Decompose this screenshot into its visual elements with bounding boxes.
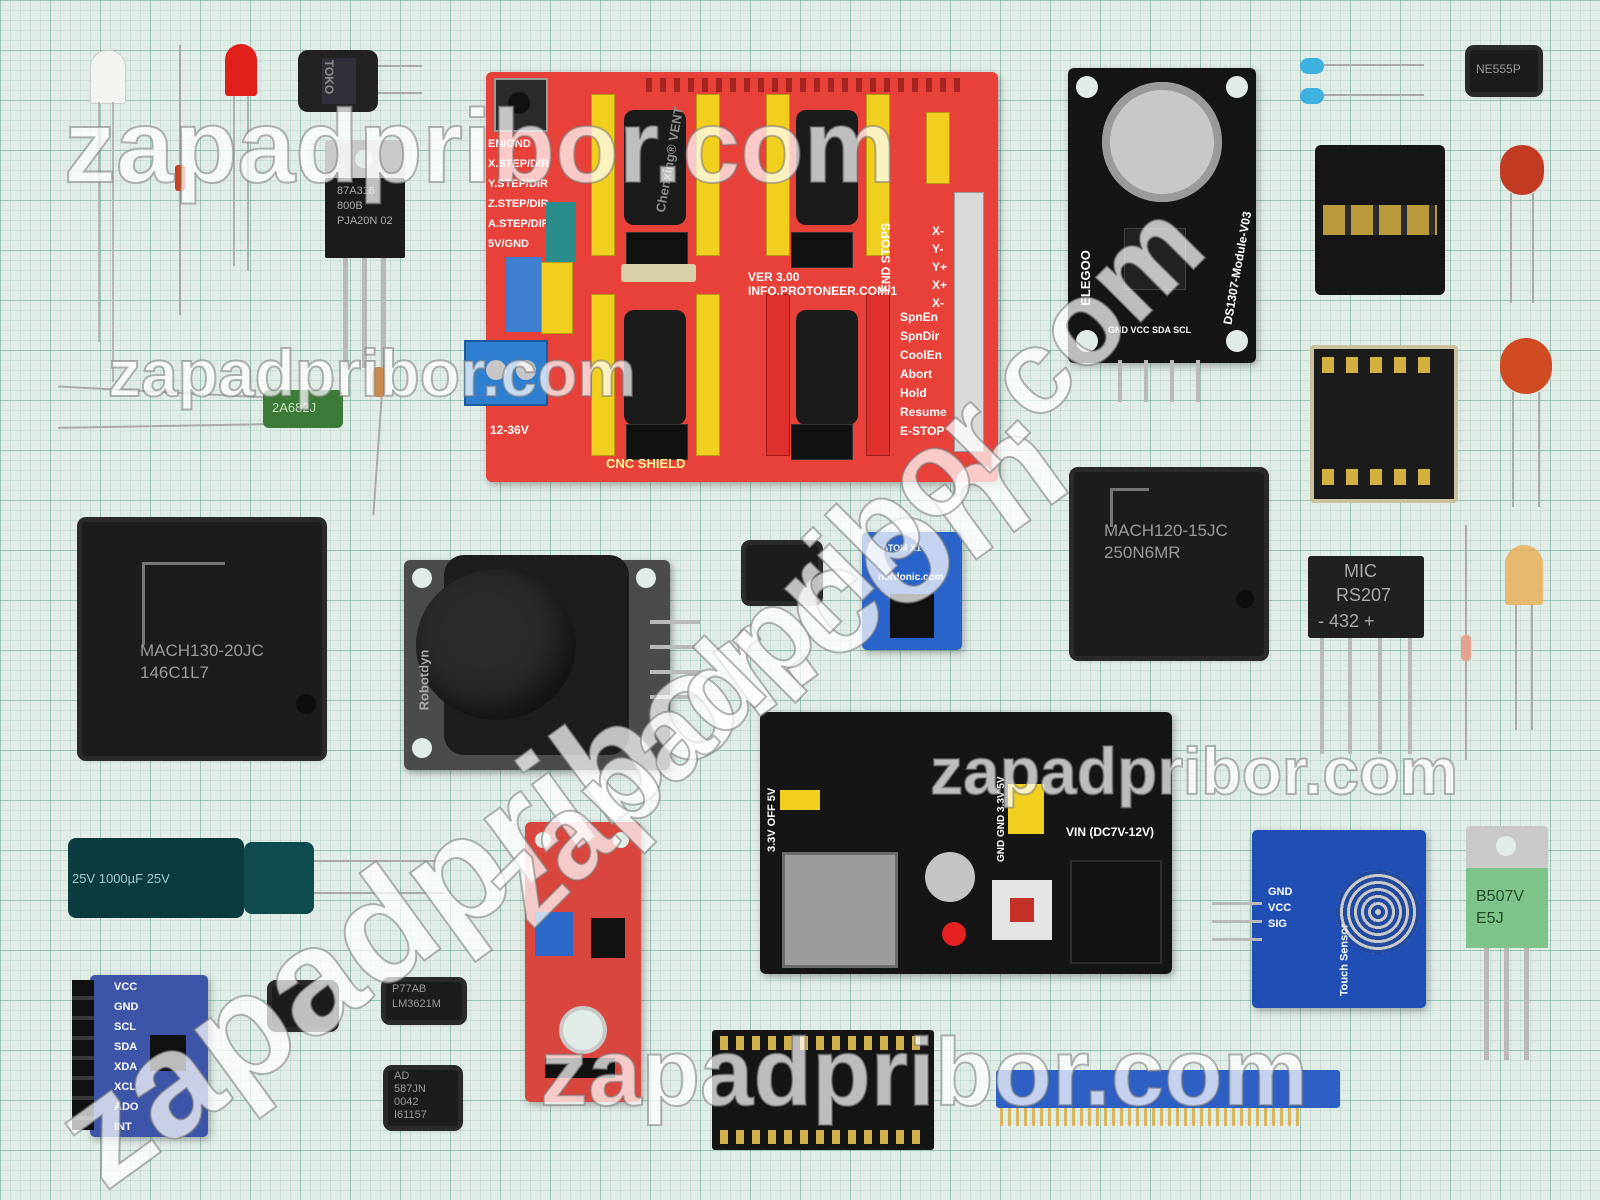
toko-inductor: TOKO <box>298 50 422 116</box>
atom-module: ATOM X1 nerdonic.com <box>862 532 962 650</box>
dip-socket-chip <box>1310 345 1458 503</box>
diode <box>175 45 185 315</box>
resistor <box>370 355 390 515</box>
watermark-4: zapadpribor.com <box>539 1019 1309 1126</box>
cnc-inductor-1 <box>624 110 686 225</box>
cnc-inductor-2 <box>796 110 858 225</box>
soic-chip <box>746 545 818 601</box>
touch-name: Touch Sensor <box>1338 923 1351 997</box>
b507-transistor: B507V E5J <box>1466 826 1548 1062</box>
sound-sensor-module <box>525 822 641 1102</box>
optocoupler-array <box>1315 145 1445 295</box>
cnc-axis-labels: X- Y- Y+ X+ X- <box>932 224 948 310</box>
imu-pins: VCC GND SCL SDA XDA XCL ADO INT <box>114 981 139 1133</box>
rs207-top: MIC <box>1344 561 1377 581</box>
rtc-module: ELEGOO DS1307-Module-V03 GND VCC SDA SCL <box>1068 68 1256 363</box>
atom-name: ATOM X1 <box>882 543 922 553</box>
touch-sensor-module: GND VCC SIG Touch Sensor <box>1252 830 1426 1008</box>
cnc-left-labels: EN/GND X.STEP/DIR Y.STEP/DIR Z.STEP/DIR … <box>488 138 550 250</box>
ceramic-cap-2 <box>1500 338 1555 508</box>
cnc-shield: EN/GND X.STEP/DIR Y.STEP/DIR Z.STEP/DIR … <box>464 72 998 482</box>
cnc-url: INFO.PROTONEER.COM/1 <box>748 284 898 298</box>
mach130-label: MACH130-20JC 146C1L7 <box>140 641 264 682</box>
joystick-pins <box>650 610 700 720</box>
glass-diode <box>1460 525 1472 760</box>
imu-pins-row <box>72 980 94 1130</box>
ad587-label: AD 587JN 0042 I61157 <box>394 1070 427 1121</box>
film-cap-label: 2A682J <box>272 400 317 415</box>
lm3621-chip: P77AB LM3621M <box>386 982 462 1020</box>
cnc-title: CNC SHIELD <box>606 456 686 471</box>
watermark-1: zapadpribor.com <box>63 89 897 205</box>
ceramic-cap-1 <box>1500 145 1545 305</box>
rs207-mid: RS207 <box>1336 585 1392 605</box>
edge-connector <box>996 1070 1340 1130</box>
cnc-version: VER 3.00 <box>748 270 800 284</box>
cnc-voltage: 12-36V <box>490 423 529 437</box>
lm3621-label: P77AB LM3621M <box>392 983 441 1010</box>
power-vin: VIN (DC7V-12V) <box>1066 825 1155 839</box>
joystick-module: Robotdyn <box>404 555 670 770</box>
atom-url: nerdonic.com <box>878 572 944 583</box>
imu-module: VCC GND SCL SDA XDA XCL ADO INT <box>90 975 208 1137</box>
film-capacitor: 2A682J <box>57 385 343 435</box>
elco-label: 25V 1000µF 25V <box>72 871 170 886</box>
breadboard-power-module: 3.3V OFF 5V GND GND 3.3V 5V VIN (DC7V-12… <box>760 712 1172 974</box>
red-led <box>225 44 257 274</box>
joystick-brand: Robotdyn <box>416 649 432 711</box>
ne555-label: NE555P <box>1476 62 1521 76</box>
mosfet-to220: 87A316 800B PJA20N 02 <box>325 140 405 370</box>
mach120-chip: MACH120-15JC 250N6MR <box>1074 472 1264 656</box>
white-led <box>90 50 126 382</box>
ne555-chip: NE555P <box>1470 50 1538 92</box>
ic-socket <box>712 1030 934 1150</box>
touch-pins-row <box>1212 898 1262 948</box>
power-labels-left: 3.3V OFF 5V <box>766 787 778 852</box>
cnc-inductor-4 <box>796 310 858 425</box>
dip8-sop-chip <box>272 985 334 1027</box>
cnc-inductor-3 <box>624 310 686 425</box>
mach130-chip: MACH130-20JC 146C1L7 <box>82 522 322 756</box>
touch-pins: GND VCC SIG <box>1268 886 1293 930</box>
rtc-pin-row <box>1110 360 1220 405</box>
mach120-label: MACH120-15JC 250N6MR <box>1104 521 1228 562</box>
blue-leds <box>1300 52 1425 110</box>
cnc-end-stops: END STOPS <box>879 222 893 292</box>
ad587-chip: AD 587JN 0042 I61157 <box>388 1070 458 1126</box>
rtc-pins: GND VCC SDA SCL <box>1108 325 1192 335</box>
yellow-led <box>1505 545 1545 735</box>
b507-label: B507V E5J <box>1476 888 1525 927</box>
mosfet-label: 87A316 800B PJA20N 02 <box>337 185 393 227</box>
rs207-bridge: MIC RS207 - 432 + <box>1308 556 1424 756</box>
rs207-bot: - 432 + <box>1318 611 1375 631</box>
watermark-2: zapadpribor.com <box>107 336 637 410</box>
electrolytic-capacitor: 25V 1000µF 25V <box>68 838 448 918</box>
cnc-right-labels: SpnEn SpnDir CoolEn Abort Hold Resume E-… <box>900 310 947 438</box>
watermark-3: zapadpribor.com <box>929 734 1459 808</box>
